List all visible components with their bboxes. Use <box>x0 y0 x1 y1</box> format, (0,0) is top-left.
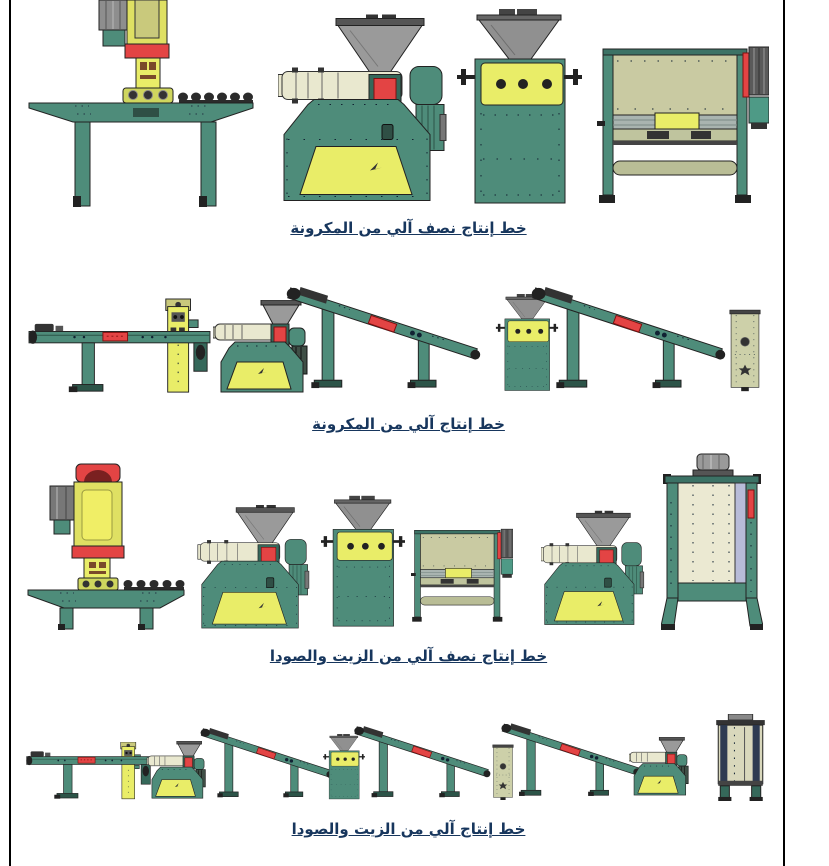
machine-horizontal-mixer <box>597 45 769 207</box>
machine-hopper-cabinet <box>457 8 582 207</box>
caption-semi-auto-oil-soda-line: خط إنتاج نصف آلي من الزيت والصودا <box>269 647 548 665</box>
machine-flat-belt-conveyor <box>22 750 157 800</box>
machine-bucket-elevator <box>726 308 764 392</box>
caption-semi-auto-macaroni-line: خط إنتاج نصف آلي من المكرونة <box>290 219 527 237</box>
machine-hopper-cabinet <box>321 492 405 632</box>
machine-press-on-table <box>20 460 190 632</box>
page-border-left <box>9 0 11 866</box>
machine-flat-belt-conveyor <box>22 322 217 394</box>
caption-auto-oil-soda-line: خط إنتاج آلي من الزيت والصودا <box>291 820 526 838</box>
machine-inclined-belt-conveyor <box>500 720 641 800</box>
machine-screw-extruder <box>541 507 645 632</box>
machine-horizontal-mixer <box>411 520 513 632</box>
machine-inclined-belt-conveyor <box>528 284 728 392</box>
machine-inclined-belt-conveyor <box>351 724 493 800</box>
machine-vertical-tank-mixer <box>712 714 769 801</box>
machine-screw-extruder <box>629 737 692 797</box>
machine-inclined-belt-conveyor <box>198 726 335 800</box>
machine-inclined-belt-conveyor <box>283 284 483 392</box>
machine-press-on-table <box>15 0 260 212</box>
machine-screw-extruder <box>278 14 448 207</box>
page-border-right <box>783 0 785 866</box>
machine-vertical-tank-mixer <box>661 452 763 632</box>
caption-auto-macaroni-line: خط إنتاج آلي من المكرونة <box>312 415 505 433</box>
machine-screw-extruder <box>193 505 315 632</box>
